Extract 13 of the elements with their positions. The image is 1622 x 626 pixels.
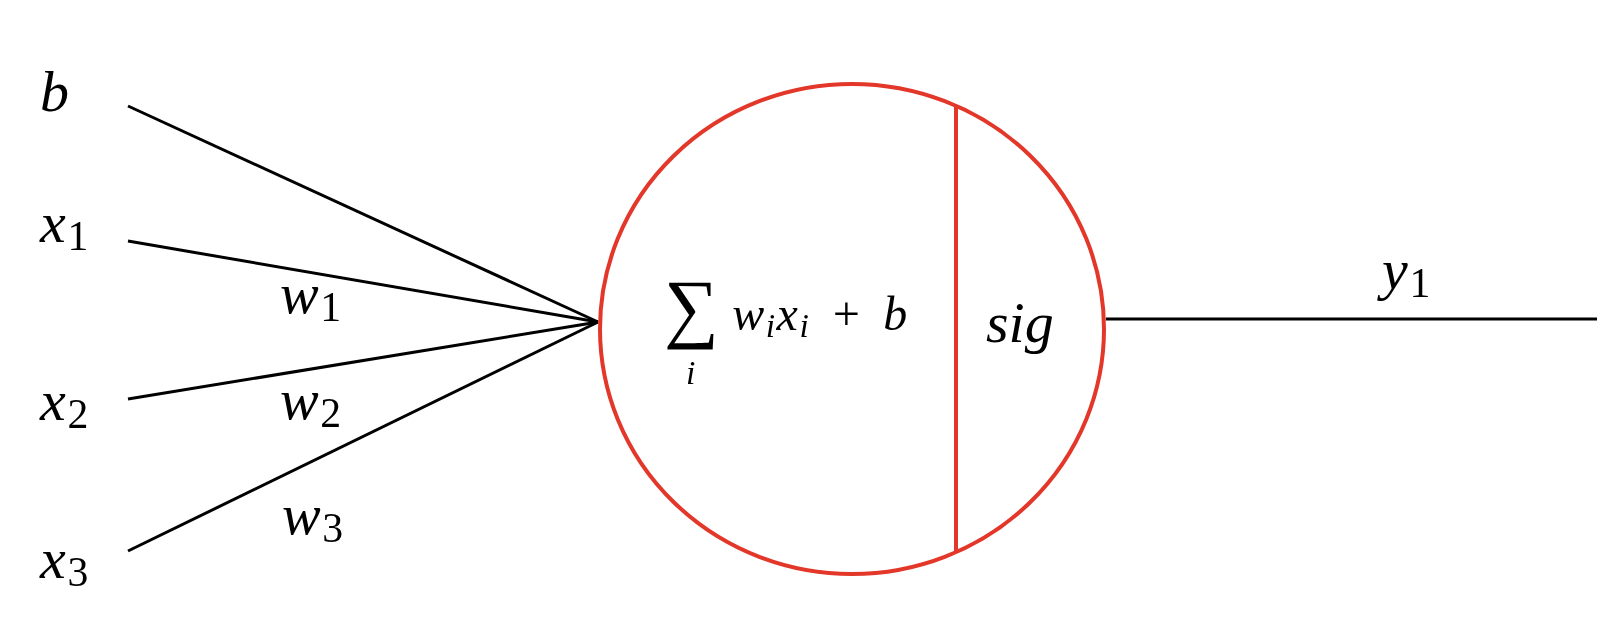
edge-label: w$_{3}$	[282, 505, 344, 549]
edge-label: w$_{2}$	[280, 390, 342, 434]
connection-line	[127, 320, 599, 553]
connection-line	[127, 239, 599, 324]
variable-label: b	[40, 68, 69, 116]
edge-label: w$_{1}$	[280, 284, 342, 328]
variable-label: x$_{1}$	[40, 213, 89, 257]
variable-label: x$_{3}$	[40, 549, 89, 593]
variable-label: x$_{2}$	[40, 391, 89, 435]
connection-line	[1105, 317, 1597, 321]
function-label: sig	[986, 301, 1054, 357]
connection-line	[127, 320, 599, 401]
edge-label: y$_{1}$	[1376, 260, 1431, 309]
